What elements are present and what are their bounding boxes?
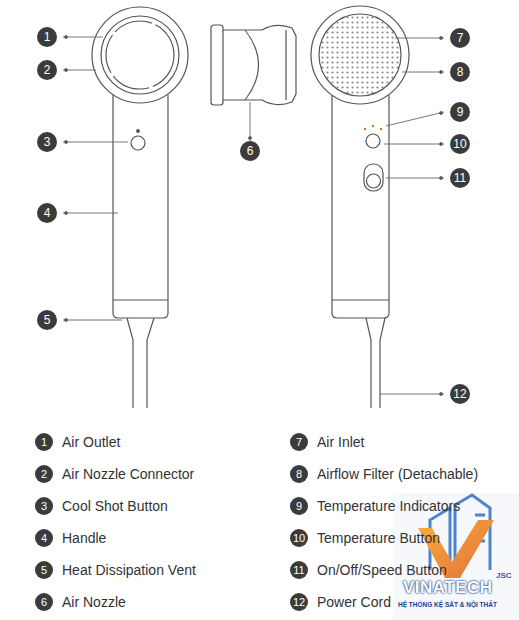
leader-line xyxy=(386,178,444,179)
handle xyxy=(332,95,389,318)
part-name: Air Nozzle Connector xyxy=(62,465,194,483)
leader-line xyxy=(402,72,444,73)
nozzle-body xyxy=(222,25,296,104)
legend-number: 8 xyxy=(290,465,308,483)
legend-number: 10 xyxy=(290,529,308,547)
air-nozzle-connector xyxy=(92,7,188,103)
leader-dot xyxy=(65,212,68,215)
callout-number: 12 xyxy=(450,384,470,404)
part-name: Power Cord xyxy=(317,593,391,611)
legend-number: 5 xyxy=(35,561,53,579)
nozzle-view xyxy=(211,25,296,105)
leader-line xyxy=(384,144,444,145)
part-name: Air Inlet xyxy=(317,433,364,451)
leader-line xyxy=(395,38,444,39)
legend-number: 12 xyxy=(290,593,308,611)
legend-number: 2 xyxy=(35,465,53,483)
legend-number: 11 xyxy=(290,561,308,579)
part-name: Airflow Filter (Detachable) xyxy=(317,465,478,483)
legend-number: 3 xyxy=(35,497,53,515)
nozzle-contour xyxy=(245,30,259,100)
part-name: Handle xyxy=(62,529,106,547)
watermark-name: VINATECH xyxy=(403,578,493,598)
leader-line xyxy=(380,394,444,395)
part-name: Air Nozzle xyxy=(62,593,126,611)
temperature-indicator xyxy=(372,125,374,127)
leader-line xyxy=(63,142,128,143)
callout-number: 4 xyxy=(37,203,57,223)
callout-number: 3 xyxy=(37,132,57,152)
cool-shot-button xyxy=(131,136,145,150)
leader-dot xyxy=(65,319,68,322)
callout-number: 1 xyxy=(37,27,57,47)
leader-dot xyxy=(440,112,443,115)
leader-dot xyxy=(440,37,443,40)
air-outlet-ring xyxy=(101,16,179,94)
part-name: Temperature Indicators xyxy=(317,497,460,515)
temperature-button xyxy=(366,134,380,148)
legend-number: 6 xyxy=(35,593,53,611)
leader-line xyxy=(250,102,251,141)
speed-switch xyxy=(364,164,383,191)
part-name: Heat Dissipation Vent xyxy=(62,561,196,579)
airflow-filter xyxy=(315,10,405,100)
leader-line xyxy=(63,37,103,38)
leader-line xyxy=(63,70,96,71)
leader-dot xyxy=(65,141,68,144)
handle xyxy=(113,95,168,318)
nozzle-slot xyxy=(211,25,223,105)
callout-number: 8 xyxy=(450,62,470,82)
leader-dot xyxy=(440,393,443,396)
filter-rim xyxy=(319,14,401,96)
air-inlet xyxy=(311,6,409,104)
callout-number: 5 xyxy=(37,310,57,330)
leader-line xyxy=(386,112,444,126)
leader-dot xyxy=(65,36,68,39)
part-name: On/Off/Speed Button xyxy=(317,561,447,579)
switch-knob xyxy=(367,174,381,188)
front-view xyxy=(92,7,188,408)
legend-number: 1 xyxy=(35,433,53,451)
leader-line xyxy=(63,320,122,321)
legend-number: 4 xyxy=(35,529,53,547)
leader-dot xyxy=(440,71,443,74)
callout-number: 6 xyxy=(240,141,260,161)
callout-number: 11 xyxy=(450,168,470,188)
callout-number: 10 xyxy=(450,134,470,154)
callout-number: 7 xyxy=(450,28,470,48)
part-name: Air Outlet xyxy=(62,433,120,451)
nozzle-edge xyxy=(285,30,286,100)
temperature-indicator xyxy=(364,128,366,130)
legend-number: 9 xyxy=(290,497,308,515)
callout-number: 9 xyxy=(450,102,470,122)
power-cord xyxy=(366,318,385,408)
handle-band xyxy=(332,299,389,300)
watermark-suffix: JSC xyxy=(496,571,512,580)
back-view xyxy=(311,6,409,408)
air-outlet xyxy=(106,21,174,89)
leader-dot xyxy=(440,177,443,180)
vent-band xyxy=(113,299,168,300)
watermark-tagline: HỆ THỐNG KỆ SẮT & NỘI THẤT xyxy=(398,601,497,608)
button-mark xyxy=(137,130,140,133)
temperature-indicator xyxy=(380,128,382,130)
part-name: Cool Shot Button xyxy=(62,497,168,515)
leader-dot xyxy=(440,143,443,146)
power-cord xyxy=(127,318,154,408)
legend-number: 7 xyxy=(290,433,308,451)
leader-line xyxy=(63,213,118,214)
leader-dot xyxy=(249,137,252,140)
leader-dot xyxy=(65,69,68,72)
part-name: Temperature Button xyxy=(317,529,440,547)
leader-lines xyxy=(63,36,444,396)
callout-number: 2 xyxy=(37,60,57,80)
